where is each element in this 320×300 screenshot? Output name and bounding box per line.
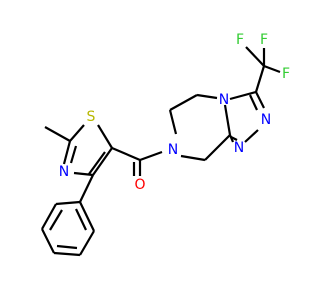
atom-n-amide: N xyxy=(168,142,178,158)
bond-tri-2-double xyxy=(249,94,258,111)
bond-n-c2 xyxy=(62,140,72,165)
bond-pip-6 xyxy=(180,154,206,162)
bond-s-c5 xyxy=(97,124,113,149)
atom-n-thiazole: N xyxy=(59,164,69,180)
bond-ph-5 xyxy=(79,230,95,256)
bond-tri-1 xyxy=(229,90,257,101)
bond-pip-3 xyxy=(196,93,218,100)
bond-pip-1 xyxy=(168,109,178,135)
bond-ph-1 xyxy=(55,200,81,206)
bond-ph-2-double xyxy=(49,209,63,231)
bond-pip-4 xyxy=(223,104,232,136)
bond-cf3 xyxy=(254,65,266,93)
bond-cf-2 xyxy=(263,64,281,74)
bond-c5-c4-double xyxy=(88,151,106,175)
bond-c4-n xyxy=(73,171,94,177)
bond-ph-4 xyxy=(53,251,81,257)
atom-n-triazole-bottom: N xyxy=(234,140,244,156)
bond-carbonyl-n xyxy=(139,150,163,162)
atom-s: S xyxy=(87,109,96,125)
atom-f-right: F xyxy=(282,66,290,82)
bond-ph-2 xyxy=(41,203,57,230)
bond-pip-5 xyxy=(204,134,231,161)
atom-f-top: F xyxy=(260,32,268,48)
bond-c2-s xyxy=(69,124,85,142)
molecule-canvas: S N O N N N N F F F xyxy=(41,32,291,257)
atom-n-triazole-right: N xyxy=(261,112,271,128)
bond-c4-phenyl xyxy=(79,174,94,203)
molecule-structure: S N O N N N N F F F xyxy=(41,32,290,257)
bond-tri-3 xyxy=(244,129,259,143)
bond-tri-4 xyxy=(228,134,235,143)
bond-c5-c4 xyxy=(92,147,113,176)
bond-ph-6 xyxy=(79,201,95,232)
bond-cf-3 xyxy=(245,46,265,67)
bond-c5-carbonyl xyxy=(111,146,141,162)
bond-n-c2-double xyxy=(69,145,78,164)
bond-tri-4-double xyxy=(230,136,238,141)
atom-f-left: F xyxy=(236,32,244,48)
atom-n-triazole-top: N xyxy=(219,92,229,108)
bond-ph-4-double xyxy=(56,244,78,250)
bond-methyl xyxy=(44,126,71,142)
bond-tri-2 xyxy=(255,91,265,109)
bond-pip-2 xyxy=(169,94,198,111)
bond-ph-6-double xyxy=(75,208,87,231)
atom-o: O xyxy=(134,177,145,193)
bond-ph-3 xyxy=(41,228,55,254)
